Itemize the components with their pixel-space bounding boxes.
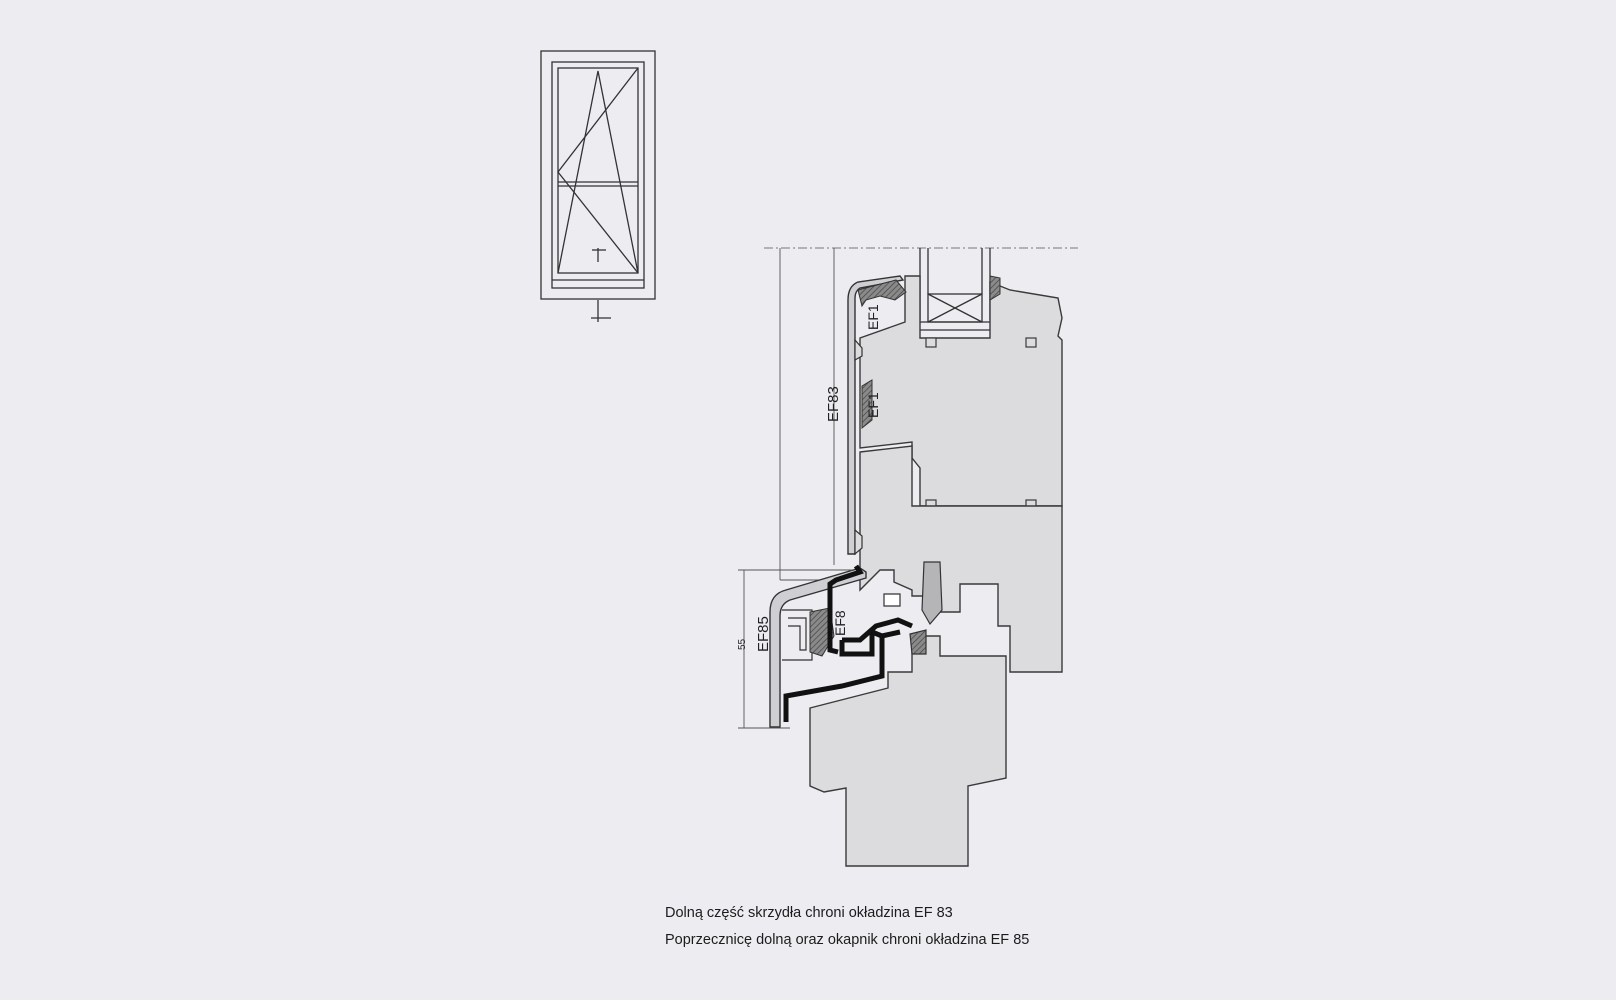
frame-profile xyxy=(859,445,1063,673)
label-dimension-55: 55 xyxy=(737,638,748,650)
ef1-gasket-upper xyxy=(857,279,907,308)
glazing-bead-gasket xyxy=(989,275,1001,301)
sill-profile xyxy=(809,635,1007,867)
window-elevation-icon xyxy=(540,50,656,322)
caption: Dolną część skrzydła chroni okładzina EF… xyxy=(665,900,1029,954)
sash-inner xyxy=(557,67,639,274)
label-ef85: EF85 xyxy=(755,616,772,652)
outer-frame xyxy=(540,50,656,300)
label-ef1-upper: EF1 xyxy=(865,304,881,330)
label-ef83: EF83 xyxy=(825,386,842,422)
turn-lines xyxy=(557,67,639,274)
weather-seals xyxy=(883,561,943,655)
caption-line-1: Dolną część skrzydła chroni okładzina EF… xyxy=(665,905,953,921)
sash-profile xyxy=(859,275,1063,507)
glass-unit xyxy=(919,248,991,331)
ef83-clips xyxy=(854,338,863,556)
ef85-cladding xyxy=(769,567,867,728)
label-ef1-lower: EF1 xyxy=(865,392,881,418)
tilt-lines xyxy=(557,70,639,274)
ef83-cladding xyxy=(847,275,905,555)
ef1-gasket-lower xyxy=(861,379,873,430)
label-ef8: EF8 xyxy=(832,610,848,636)
sash-frame xyxy=(551,61,645,289)
ef85-chamber xyxy=(782,609,813,661)
caption-line-2: Poprzecznicę dolną oraz okapnik chroni o… xyxy=(665,932,1030,948)
dimension-55 xyxy=(738,569,852,729)
metal-profiles xyxy=(783,564,913,722)
